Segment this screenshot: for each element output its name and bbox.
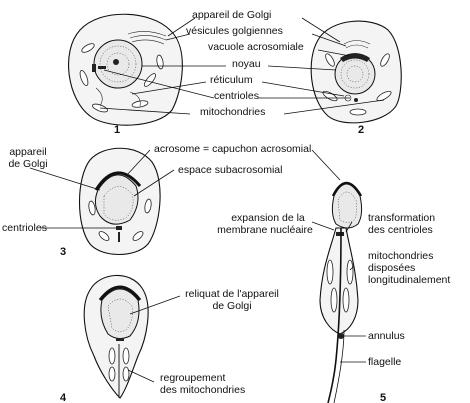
stage-number-4: 4 [60, 392, 66, 403]
label-nuclear-expansion-line2: membrane nucléaire [216, 224, 314, 236]
label-subacrosomal-space: espace subacrosomial [178, 164, 282, 176]
label-golgi-left-line1: appareil [4, 146, 52, 158]
label-golgi-remnant-line1: reliquat de l'appareil [176, 288, 288, 300]
cell-stage-2 [311, 21, 401, 123]
label-mito-longitudinal-line1: mitochondries [368, 250, 433, 262]
stage-number-5: 5 [380, 392, 386, 403]
label-golgi-vesicles: vésicules golgiennes [186, 25, 283, 37]
label-golgi-left-line2: de Golgi [4, 158, 52, 170]
cell-stage-1 [69, 14, 183, 125]
label-mito-longitudinal-line3: longitudinalement [368, 274, 450, 286]
cell-stage-4 [84, 275, 148, 398]
label-flagellum: flagelle [368, 356, 401, 368]
label-mitochondria-top: mitochondries [200, 106, 265, 118]
label-centrioles-left: centrioles [2, 222, 47, 234]
label-nuclear-expansion-line1: expansion de la [222, 212, 314, 224]
label-mito-regrouping-line2: des mitochondries [160, 384, 245, 396]
label-golgi-remnant-line2: de Golgi [176, 300, 288, 312]
label-acrosomal-vacuole: vacuole acrosomiale [208, 41, 304, 53]
label-reticulum: réticulum [210, 74, 253, 86]
cell-stage-3 [80, 148, 161, 254]
label-centriole-transformation-line2: des centrioles [368, 224, 433, 236]
label-mito-longitudinal-line2: disposées [368, 262, 415, 274]
cell-stage-5 [320, 183, 362, 403]
label-centriole-transformation-line1: transformation [368, 212, 435, 224]
stage-number-3: 3 [60, 246, 66, 258]
label-golgi-apparatus: appareil de Golgi [192, 9, 271, 21]
label-acrosome: acrosome = capuchon acrosomial [154, 143, 311, 155]
stage-number-2: 2 [358, 124, 364, 136]
label-centrioles-top: centrioles [214, 90, 259, 102]
label-annulus: annulus [368, 330, 405, 342]
label-nucleus: noyau [232, 58, 261, 70]
stage-number-1: 1 [114, 124, 120, 136]
label-mito-regrouping-line1: regroupement [160, 372, 225, 384]
